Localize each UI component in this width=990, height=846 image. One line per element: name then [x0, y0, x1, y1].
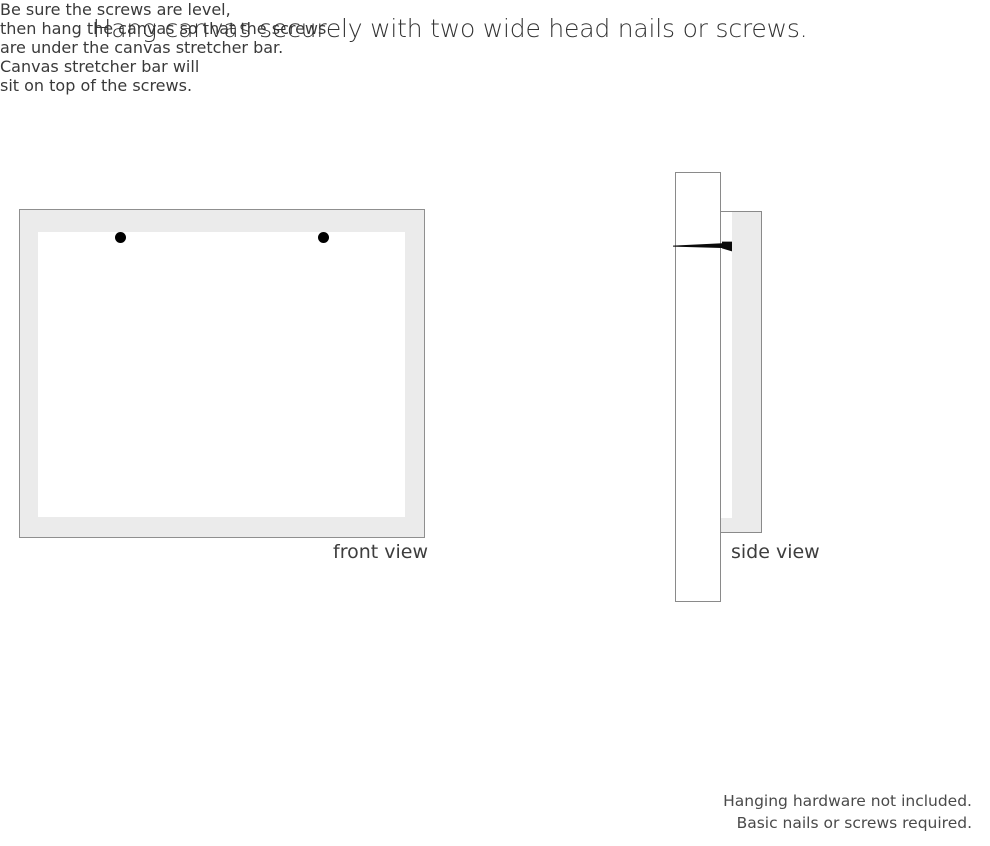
footer-note: Hanging hardware not included. Basic nai…: [723, 791, 972, 834]
footer-line-2: Basic nails or screws required.: [736, 813, 972, 832]
front-view-label: front view: [333, 541, 428, 563]
front-caption-line-1: Be sure the screws are level,: [0, 0, 231, 19]
front-caption-line-3: are under the canvas stretcher bar.: [0, 38, 284, 57]
side-caption-line-1: Canvas stretcher bar will: [0, 57, 200, 76]
footer-line-1: Hanging hardware not included.: [723, 792, 972, 810]
side-view-label: side view: [731, 541, 820, 563]
front-view-caption: Be sure the screws are level, then hang …: [0, 0, 424, 57]
side-view-diagram: [670, 168, 780, 608]
front-view-diagram: [19, 209, 425, 538]
side-view-caption: Canvas stretcher bar will sit on top of …: [0, 57, 280, 95]
page-title: Hang canvas securely with two wide head …: [92, 14, 808, 43]
front-caption-line-2: then hang the canvas so that the screws: [0, 19, 327, 38]
canvas-face: [38, 232, 405, 517]
screw-head-right-icon: [318, 232, 329, 243]
screw-head-left-icon: [115, 232, 126, 243]
side-caption-line-2: sit on top of the screws.: [0, 76, 193, 95]
nail-icon: [673, 241, 732, 252]
